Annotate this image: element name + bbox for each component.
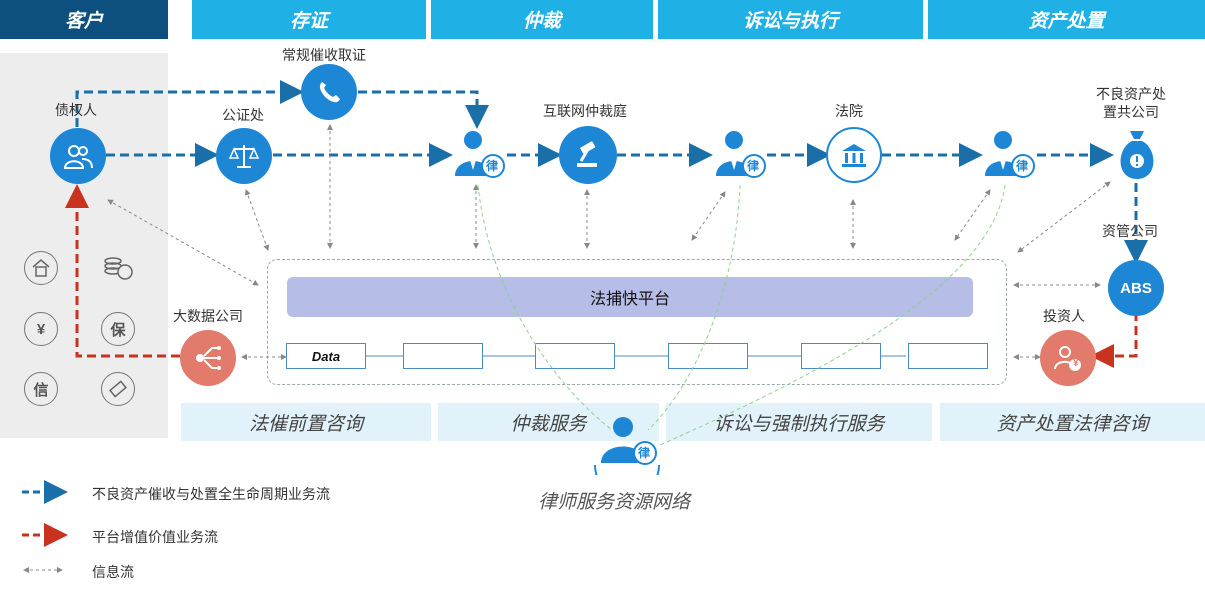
yen-badge: ¥ [1073, 358, 1079, 369]
legend-red-label: 平台增值价值业务流 [92, 529, 218, 545]
bank-house-icon [24, 251, 58, 285]
ticket-icon [101, 372, 135, 406]
notary-label: 公证处 [222, 107, 264, 123]
header-arbitration: 仲裁 [431, 0, 653, 39]
data-box [801, 343, 881, 369]
trust-icon: 信 [24, 372, 58, 406]
platform-frame [267, 259, 1007, 385]
evidence-label: 常规催收取证 [282, 47, 366, 63]
courthouse-icon [826, 127, 882, 183]
data-box-main: Data [286, 343, 366, 369]
lawyer-badge: 律 [747, 159, 760, 173]
investor-icon: ¥ [1040, 330, 1096, 386]
data-box [668, 343, 748, 369]
gavel-icon [559, 126, 617, 184]
legend-info-label: 信息流 [92, 564, 134, 580]
lawyer-network-icon: 律 [593, 413, 661, 475]
creditor-icon [50, 128, 106, 184]
lawyer-badge: 律 [486, 159, 499, 173]
header-evidence: 存证 [192, 0, 426, 39]
arbitration-label: 互联网仲裁庭 [543, 103, 627, 119]
insurance-symbol: 保 [110, 321, 126, 339]
header-customer: 客户 [0, 0, 168, 39]
court-label: 法院 [835, 103, 863, 119]
bigdata-label: 大数据公司 [173, 308, 243, 324]
network-nodes-icon [180, 330, 236, 386]
platform-title-bar: 法捕快平台 [287, 277, 973, 317]
data-box [535, 343, 615, 369]
npl-company-label: 不良资产处置共公司 [1096, 85, 1166, 121]
npl-company-label-line2: 置共公司 [1103, 104, 1159, 120]
data-label: Data [311, 348, 341, 364]
insurance-icon: 保 [101, 312, 135, 346]
data-box [403, 343, 483, 369]
data-box [908, 343, 988, 369]
header-asset-disposal: 资产处置 [928, 0, 1205, 39]
legend-blue-label: 不良资产催收与处置全生命周期业务流 [92, 486, 330, 502]
money-bag-icon [1110, 127, 1164, 183]
lawyer-icon: 律 [710, 126, 768, 184]
service-litigation: 诉讼与强制执行服务 [666, 403, 932, 441]
investor-label: 投资人 [1043, 308, 1085, 324]
service-asset-legal: 资产处置法律咨询 [940, 403, 1205, 441]
abs-label: ABS [1120, 279, 1152, 297]
lawyer-badge: 律 [638, 446, 651, 460]
service-arbitration: 仲裁服务 [438, 403, 659, 441]
yen-gear-icon: ¥ [24, 312, 58, 346]
abs-icon: ABS [1108, 260, 1164, 316]
phone-icon [301, 64, 357, 120]
lawyer-icon: 律 [979, 126, 1037, 184]
npl-company-label-line1: 不良资产处 [1096, 86, 1166, 102]
asset-mgmt-label: 资管公司 [1102, 223, 1158, 239]
lawyer-badge: 律 [1016, 159, 1029, 173]
service-pre-collection: 法催前置咨询 [181, 403, 431, 441]
scales-icon [216, 128, 272, 184]
header-litigation: 诉讼与执行 [658, 0, 923, 39]
trust-symbol: 信 [33, 381, 49, 399]
lawyer-icon: 律 [449, 126, 507, 184]
platform-title: 法捕快平台 [589, 291, 670, 308]
yen-symbol: ¥ [36, 320, 46, 338]
coins-icon [101, 251, 135, 285]
network-label: 律师服务资源网络 [538, 492, 691, 513]
creditor-label: 债权人 [55, 102, 97, 118]
